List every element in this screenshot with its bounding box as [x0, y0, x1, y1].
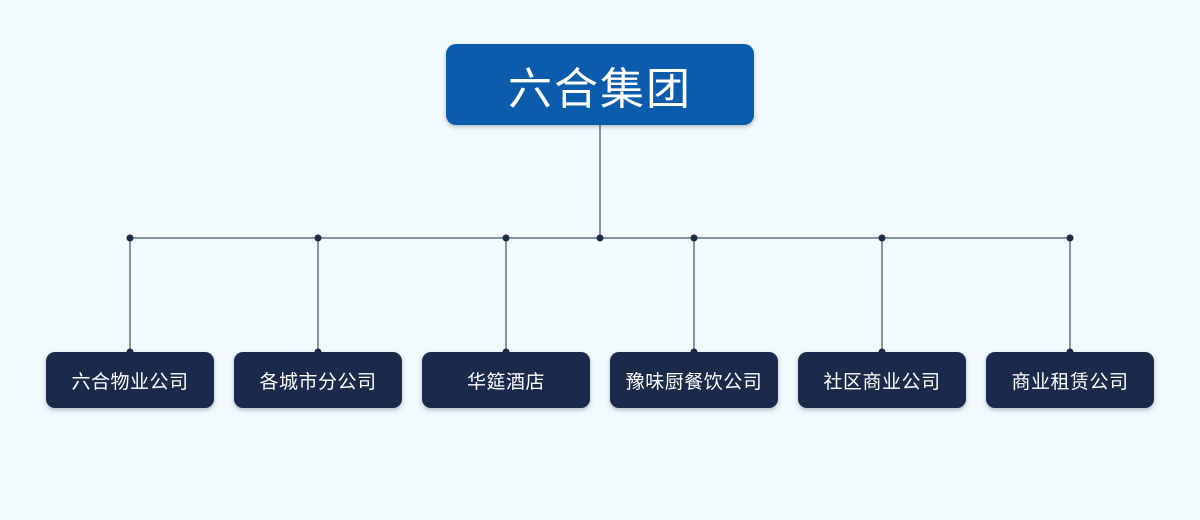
child-node[interactable]: 六合物业公司	[46, 352, 214, 408]
child-node-label: 六合物业公司	[71, 371, 189, 393]
child-node[interactable]: 豫味厨餐饮公司	[610, 352, 778, 408]
branch-junction-dot	[878, 234, 886, 242]
root-junction-dot	[596, 234, 604, 242]
branch-junction-dot	[502, 234, 510, 242]
child-node[interactable]: 华筵酒店	[422, 352, 590, 408]
child-node[interactable]: 各城市分公司	[234, 352, 402, 408]
child-node-label: 社区商业公司	[823, 371, 941, 393]
child-node-label: 各城市分公司	[259, 371, 377, 393]
branch-junction-dot	[126, 234, 134, 242]
root-node-liuhe-group[interactable]: 六合集团	[446, 44, 754, 125]
branch-junction-dot	[1066, 234, 1074, 242]
child-node[interactable]: 社区商业公司	[798, 352, 966, 408]
root-node-label: 六合集团	[508, 64, 692, 114]
branch-junction-dot	[690, 234, 698, 242]
branch-junction-dot	[314, 234, 322, 242]
child-node[interactable]: 商业租赁公司	[986, 352, 1154, 408]
child-node-label: 华筵酒店	[466, 371, 545, 393]
child-node-label: 商业租赁公司	[1011, 371, 1129, 393]
child-node-label: 豫味厨餐饮公司	[625, 371, 763, 393]
